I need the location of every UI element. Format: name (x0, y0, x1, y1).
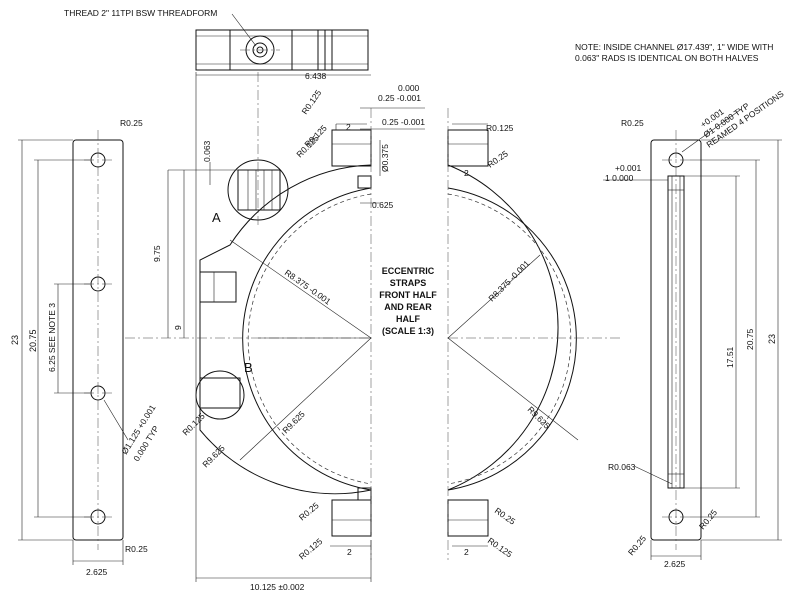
title-line-2: STRAPS (390, 278, 427, 288)
title-line-1: ECCENTRIC (382, 266, 435, 276)
dim-9: 9 (173, 325, 183, 330)
rear-top-lug (447, 129, 489, 167)
dim-20-75-right: 20.75 (745, 328, 755, 350)
dim-17-51: 17.51 (725, 346, 735, 368)
radius-r025-right-top: R0.25 (621, 118, 644, 128)
radius-r8-375-rear: R8.375 -0.001 (486, 258, 531, 303)
radius-r0125-front-5: R0.125 (297, 536, 325, 561)
view-title: ECCENTRIC STRAPS FRONT HALF AND REAR HAL… (379, 266, 437, 336)
front-half-outer (199, 164, 372, 495)
dim-23-left: 23 (10, 335, 20, 345)
dim-6-438: 6.438 (305, 71, 327, 81)
rear-bottom-lug (447, 499, 489, 537)
radius-r8-375-front: R8.375 -0.001 (283, 267, 333, 306)
radius-r9-625-front: R9.625 (280, 409, 307, 436)
radius-r025-rear-2: R0.25 (493, 505, 518, 526)
dim-9-75: 9.75 (152, 245, 162, 262)
detail-label-b: B (244, 360, 253, 375)
right-channel (667, 175, 685, 489)
detail-label-a: A (212, 210, 221, 225)
dim-2-front-bottom: 2 (347, 547, 352, 557)
radius-r0125-rear-2: R0.125 (486, 535, 514, 559)
tol-0-25-b: 0.25 -0.001 (382, 117, 425, 127)
radius-r0-063: R0.063 (608, 462, 636, 472)
radius-r0125-rear-1: R0.125 (486, 123, 514, 133)
dim-0-625: 0.625 (372, 200, 394, 210)
radius-r9-625-small: R9.625 (200, 443, 227, 470)
radius-r025-left-top: R0.25 (120, 118, 143, 128)
title-line-4: AND REAR (384, 302, 432, 312)
channel-note-line2: 0.063" RADS IS IDENTICAL ON BOTH HALVES (575, 53, 759, 63)
dim-2-625-left: 2.625 (86, 567, 108, 577)
channel-tol-1: +0.001 (615, 163, 642, 173)
dim-10-125: 10.125 ±0.002 (250, 582, 305, 592)
channel-note-line1: NOTE: INSIDE CHANNEL Ø17.439", 1" WIDE W… (575, 42, 773, 52)
title-line-6: (SCALE 1:3) (382, 326, 434, 336)
channel-tol-2: 1 0.000 (605, 173, 634, 183)
radius-r025-left-bottom: R0.25 (125, 544, 148, 554)
rear-half-strap (447, 108, 620, 560)
radius-r025-right-bottom-1: R0.25 (626, 533, 648, 557)
thread-note: THREAD 2" 11TPI BSW THREADFORM (64, 8, 217, 18)
thread-boss-outline (195, 29, 369, 71)
thread-boss-view (195, 13, 369, 71)
dim-dia-0-375: Ø0.375 (380, 144, 390, 172)
front-top-lug (331, 129, 372, 167)
dim-2-625-right: 2.625 (664, 559, 686, 569)
dim-0-063: 0.063 (202, 140, 212, 162)
title-line-3: FRONT HALF (379, 290, 437, 300)
dim-6-25-note: 6.25 SEE NOTE 3 (47, 303, 57, 372)
front-half-strap (125, 72, 425, 582)
right-edge-view (603, 109, 782, 560)
dim-2-rear-top: 2 (464, 168, 469, 178)
radius-r025-rear-1: R0.25 (485, 148, 510, 169)
front-bottom-lug (331, 499, 372, 537)
radius-r0125-front-1: R0.125 (299, 88, 323, 116)
radius-r025-right-bottom-2: R0.25 (697, 507, 719, 531)
radius-r025-front-bottom: R0.25 (297, 500, 321, 522)
title-line-5: HALF (396, 314, 420, 324)
dim-23-right: 23 (767, 334, 777, 344)
tol-0-25-a: 0.25 -0.001 (378, 93, 421, 103)
rear-half-outer (447, 164, 559, 491)
left-edge-view (18, 130, 129, 565)
dim-20-75-left: 20.75 (28, 329, 38, 352)
front-half-inner (242, 187, 372, 491)
tol-0-000-top: 0.000 (398, 83, 420, 93)
rear-half-inner (447, 187, 577, 491)
dim-2-rear-bottom: 2 (464, 547, 469, 557)
dim-2-front-top: 2 (346, 122, 351, 132)
